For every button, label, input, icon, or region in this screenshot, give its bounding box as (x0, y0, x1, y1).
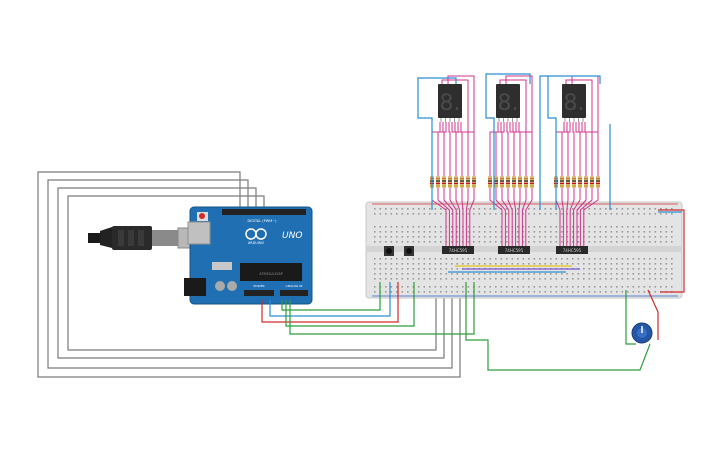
segment-wires (431, 75, 599, 246)
resistor-icon (530, 176, 534, 188)
analog-label: ANALOG IN (286, 284, 303, 288)
potentiometer-icon[interactable] (631, 322, 653, 344)
digital-label: DIGITAL (PWM~) (247, 219, 277, 223)
arduino-logo: ARDUINO (245, 228, 267, 245)
resistor-icon (578, 176, 582, 188)
resistor-icon (472, 176, 476, 188)
display-digit: 8. (498, 91, 519, 116)
usb-port (187, 221, 211, 245)
resistor-icon (466, 176, 470, 188)
gray-wires (37, 171, 461, 378)
brand-label: ARDUINO (248, 241, 265, 245)
chip-label: ATMEGA328P (259, 272, 282, 276)
power-jack (184, 278, 206, 296)
resistor-icon (488, 176, 492, 188)
resistor-icon (560, 176, 564, 188)
display-digit: 8. (440, 91, 461, 116)
digital-header[interactable] (222, 209, 306, 215)
seven-segment-display-icon: 8. (438, 84, 462, 122)
seven-segment-display-group: 8. 8. 8. (438, 84, 586, 122)
resistor-icon (460, 176, 464, 188)
seven-segment-display-icon: 8. (496, 84, 520, 122)
resistor-icon (442, 176, 446, 188)
resistor-icon (512, 176, 516, 188)
resistor-bank (430, 176, 600, 188)
resistor-icon (518, 176, 522, 188)
crystal (212, 262, 232, 270)
resistor-icon (448, 176, 452, 188)
resistor-icon (454, 176, 458, 188)
resistor-icon (500, 176, 504, 188)
resistor-icon (596, 176, 600, 188)
ic-label: 74HC595 (505, 248, 524, 253)
seven-segment-display-icon: 8. (562, 84, 586, 122)
resistor-icon (572, 176, 576, 188)
power-header[interactable] (244, 290, 274, 296)
power-label: POWER (253, 284, 264, 288)
shift-register-2[interactable]: 74HC595 (498, 246, 530, 254)
power-wires (261, 209, 685, 371)
display-digit: 8. (564, 91, 585, 116)
display-blue-wires (417, 73, 611, 210)
capacitor (227, 281, 237, 291)
resistor-icon (436, 176, 440, 188)
ic-label: 74HC595 (563, 248, 582, 253)
shift-register-1[interactable]: 74HC595 (442, 246, 474, 254)
resistor-icon (590, 176, 594, 188)
capacitor (215, 281, 225, 291)
resistor-icon (584, 176, 588, 188)
resistor-icon (494, 176, 498, 188)
data-wires (448, 265, 580, 273)
analog-header[interactable] (280, 290, 308, 296)
shift-register-3[interactable]: 74HC595 (556, 246, 588, 254)
arduino-uno-board[interactable]: DIGITAL (PWM~) ARDUINO UNO ATMEGA328P PO… (184, 206, 313, 305)
microcontroller-chip (240, 263, 302, 281)
resistor-icon (506, 176, 510, 188)
resistor-icon (566, 176, 570, 188)
ic-label: 74HC595 (449, 248, 468, 253)
resistor-icon (524, 176, 528, 188)
board-name: UNO (282, 231, 302, 241)
